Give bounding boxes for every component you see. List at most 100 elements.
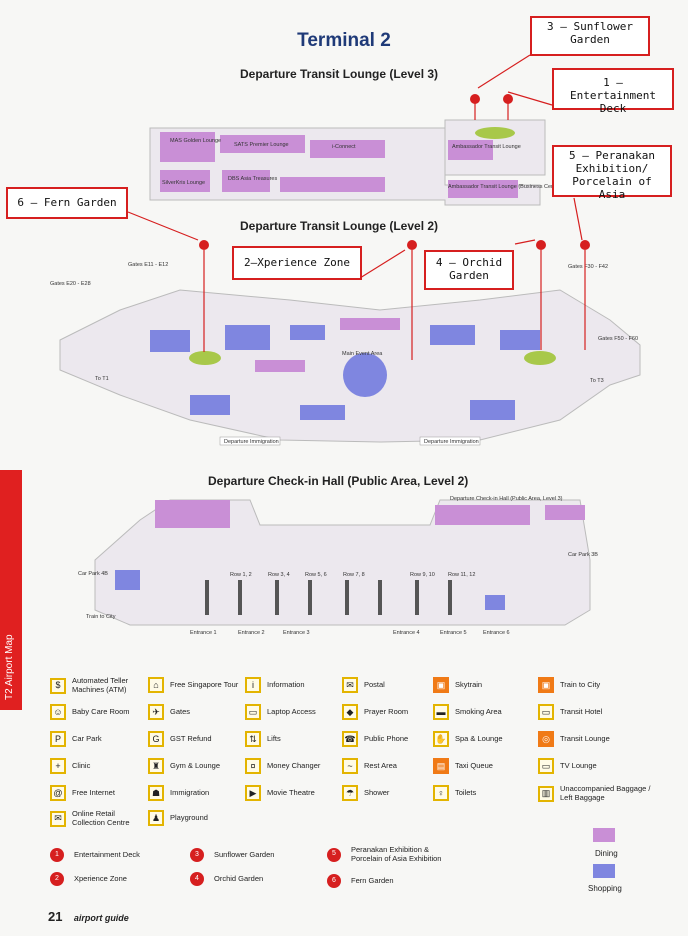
legend-label: Car Park [72,733,102,743]
label-gates-e: Gates E11 - E12 [128,262,168,268]
legend-label: Immigration [170,787,210,797]
legend-label: Xperience Zone [74,873,127,883]
baggage-icon: ▥ [538,785,554,802]
legend-label: Lifts [267,733,281,743]
ambassador-block [448,140,493,160]
callout-entertainment-deck: 1 – Entertainment Deck [552,68,674,115]
row-bar [415,580,419,615]
dining-block-l3 [280,177,385,192]
footer: 21 airport guide [48,909,129,924]
retail-icon: ✉ [50,810,66,827]
callout-peranakan: 5 – Peranakan Exhibition/ Porcelain of A… [552,145,672,201]
gst-icon: G [148,731,164,747]
leader-1 [507,91,553,106]
label-dbs: DBS Asia Treasures [228,176,277,182]
shop-l2-f [300,405,345,420]
legend-label: Shower [364,787,390,797]
level2-map: Main Event Area Departure Immigration De… [50,262,641,446]
gym-icon: ♜ [148,758,164,774]
level3-title: Departure Transit Lounge (Level 3) [240,67,439,81]
legend-item: ☂ Shower [342,785,434,801]
legend-label: Entertainment Deck [74,849,140,859]
label-entrance-5: Entrance 5 [440,630,467,636]
legend-item: ⇅ Lifts [245,731,337,747]
legend-label: Orchid Garden [214,873,264,883]
number-marker-icon: 1 [50,848,64,862]
legend-item: ▣ Skytrain [433,677,525,693]
taxi-icon: ▤ [433,758,449,774]
legend-label: Movie Theatre [267,787,315,797]
legend-item: ☎Public Phone [342,731,434,747]
level2-title: Departure Transit Lounge (Level 2) [240,219,439,233]
legend-label: Skytrain [455,679,483,689]
legend-item: ◆Prayer Room [342,704,434,720]
level3-east-floor [444,119,546,176]
legend-numbered-item: 1 Entertainment Deck [50,848,180,862]
dining-label: Dining [595,849,618,858]
legend-item: +Clinic [50,758,142,774]
marker-1 [503,94,513,104]
legend-label: Laptop Access [267,706,316,716]
dep-imm-box-1 [219,436,281,446]
marker-5 [580,240,590,250]
legend-item: ▤Taxi Queue [433,758,525,774]
row-bar [275,580,279,615]
row-bar [378,580,382,615]
callout-leaders [127,54,586,360]
label-gates-f50: Gates F50 - F60 [598,336,638,342]
leader-4 [514,239,536,245]
tour-icon: ⌂ [148,677,164,693]
legend-item: ▬Smoking Area [433,704,525,720]
row-bar [448,580,452,615]
leader-2 [359,249,406,279]
shop-l2-h [470,400,515,420]
legend-label: Gym & Lounge [170,760,221,770]
legend-label: Playground [170,812,208,822]
label-entrance-1: Entrance 1 [190,630,217,636]
label-mas: MAS Golden Lounge [170,138,221,144]
lifts-icon: ⇅ [245,731,261,747]
marker-3 [470,94,480,104]
label-ambassador: Ambassador Transit Lounge [452,144,521,150]
immigration-icon: ☗ [148,785,164,801]
legend-label: Sunflower Garden [214,849,275,859]
shop-l2-b [225,325,270,350]
shower-icon: ☂ [342,785,358,801]
leader-3 [477,54,531,89]
money-icon: ¤ [245,758,261,774]
toilets-icon: ♀ [433,785,449,801]
shop-l2-a [150,330,190,352]
spa-icon: ✋ [433,731,449,747]
postal-icon: ✉ [342,677,358,693]
label-sats: SATS Premier Lounge [234,142,289,148]
label-gates-e20: Gates E20 - E28 [50,281,91,287]
checkin-map: Departure Check-in Hall (Public Area, Le… [78,496,598,636]
legend-item: ✈Gates [148,704,240,720]
gates-icon: ✈ [148,704,164,720]
legend-label: Clinic [72,760,91,770]
number-marker-icon: 5 [327,847,341,862]
row-bar [205,580,209,615]
silverkris-block [160,170,210,192]
side-tab: T2 Airport Map [0,470,22,710]
label-car-park-4b: Car Park 4B [78,571,108,577]
label-row-1: Row 1, 2 [230,572,252,578]
legend-item: ◎Transit Lounge [538,731,658,747]
phone-icon: ☎ [342,731,358,747]
label-car-park-3b: Car Park 3B [568,552,598,558]
skytrain-icon: ▣ [433,677,449,693]
legend-label: Train to City [560,679,601,689]
main-event-area-shape [343,353,387,397]
page-title: Terminal 2 [297,30,391,51]
legend-label: TV Lounge [560,760,597,770]
legend-item: ▭Laptop Access [245,704,337,720]
label-row-6: Row 11, 12 [448,572,475,578]
label-entrance-2: Entrance 2 [238,630,265,636]
label-dep-imm-2: Departure Immigration [424,439,479,445]
